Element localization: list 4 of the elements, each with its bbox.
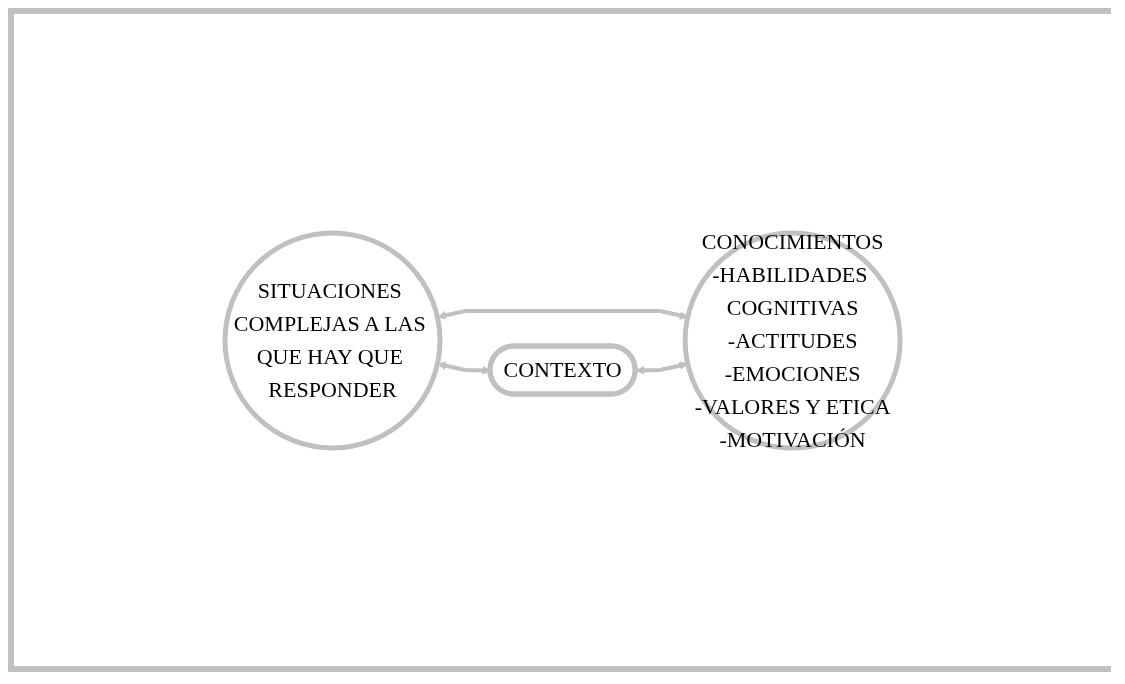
diagram-frame: SITUACIONES COMPLEJAS A LAS QUE HAY QUE RESPONDER CONOCIMIENTOS -HABILIDADES COGNITIVAS -ACTITUDES -EMOCIONES -VALORES Y ETICA -MOTIVACIÓN CONTEXTO	[8, 8, 1111, 672]
node-circle	[682, 230, 903, 450]
arrow	[437, 360, 491, 375]
node-circle	[222, 230, 443, 450]
